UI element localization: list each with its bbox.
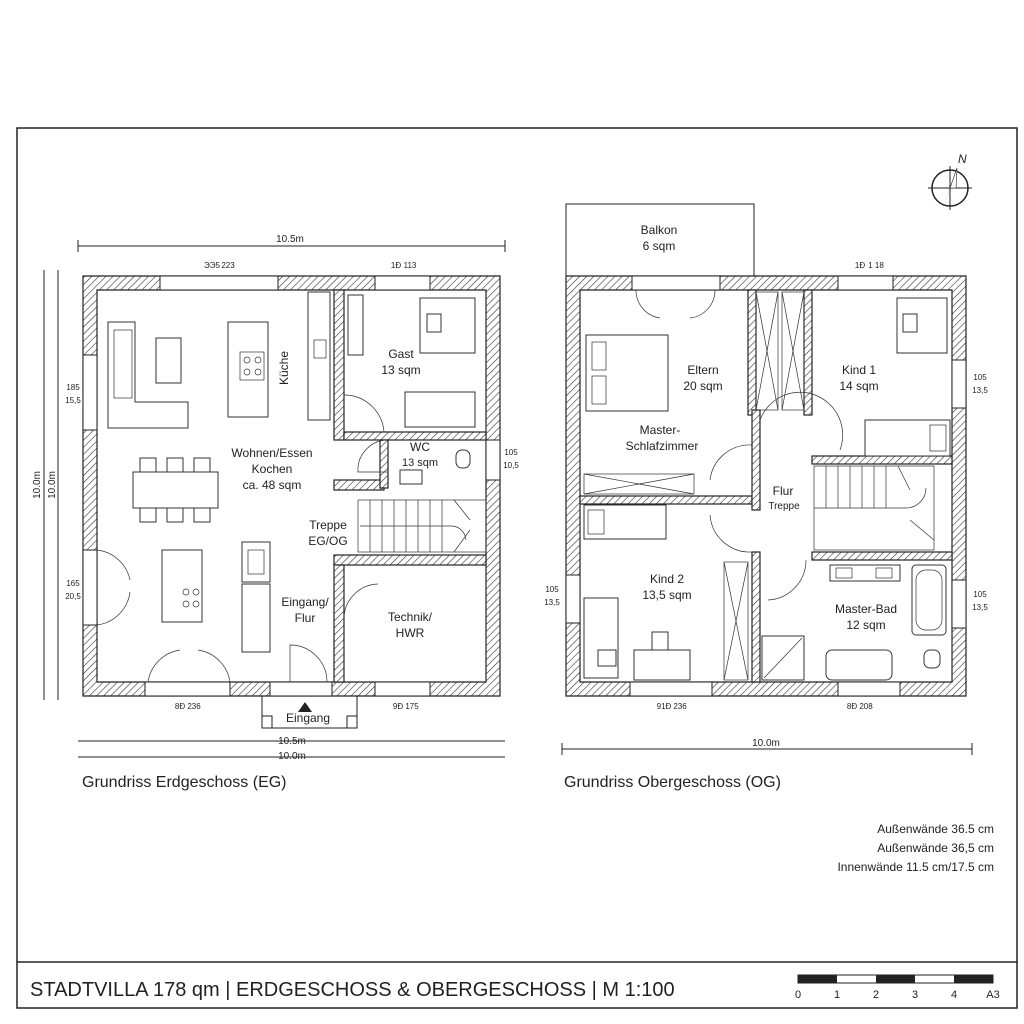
og-window-bottom-1a: 91Ð bbox=[657, 702, 672, 711]
og-window-bottom-2a: 8Ð bbox=[847, 702, 857, 711]
sheet-title: STADTVILLA 178 qm | ERDGESCHOSS & OBERGE… bbox=[30, 979, 675, 1001]
room-bad-area: 12 sqm bbox=[846, 618, 885, 632]
room-kind1-area: 14 sqm bbox=[839, 379, 878, 393]
master-bed bbox=[585, 334, 669, 412]
entrance-label: Eingang bbox=[286, 711, 330, 725]
scale-bar: 0 1 2 3 4 A3 bbox=[795, 974, 1000, 1001]
room-wc-area: 13 sqm bbox=[402, 457, 438, 469]
room-kueche: Küche bbox=[277, 351, 291, 385]
kitchen-island bbox=[227, 321, 269, 418]
room-wohnen-area: ca. 48 sqm bbox=[243, 478, 302, 492]
north-label: N bbox=[958, 152, 967, 166]
og-window-right-1b: 13,5 bbox=[972, 386, 988, 395]
note-2: Außenwände 36,5 cm bbox=[877, 841, 994, 855]
room-eltern-area: 20 sqm bbox=[683, 379, 722, 393]
room-wohnen-1: Wohnen/Essen bbox=[231, 446, 312, 460]
entrance-arrow-icon bbox=[298, 702, 312, 712]
eg-window-left-2a: 165 bbox=[66, 579, 80, 588]
og-window-top-a: 1Ð bbox=[855, 261, 865, 270]
room-kind2-area: 13,5 sqm bbox=[642, 588, 691, 602]
room-gast: Gast bbox=[388, 347, 414, 361]
room-flur: Flur bbox=[773, 484, 794, 498]
eg-window-left-2b: 20,5 bbox=[65, 592, 81, 601]
room-treppe-2: EG/OG bbox=[308, 534, 347, 548]
eg-stairs bbox=[357, 499, 487, 553]
eg-dim-bottom-1: 10.5m bbox=[278, 736, 306, 747]
eg-window-bottom-1a: 8Ð bbox=[175, 702, 185, 711]
room-gast-area: 13 sqm bbox=[381, 363, 420, 377]
scale-label-4: 4 bbox=[951, 989, 957, 1001]
eg-window-right-a: 105 bbox=[504, 448, 518, 457]
room-eingang-2: Flur bbox=[295, 611, 316, 625]
eg-window-top-b: 223 bbox=[221, 261, 235, 270]
og-window-right-1a: 105 bbox=[973, 373, 987, 382]
scale-label-2: 2 bbox=[873, 989, 879, 1001]
room-bad: Master-Bad bbox=[835, 602, 897, 616]
room-technik-2: HWR bbox=[396, 626, 425, 640]
room-kind1: Kind 1 bbox=[842, 363, 876, 377]
scale-label-1: 1 bbox=[834, 989, 840, 1001]
eg-caption: Grundriss Erdgeschoss (EG) bbox=[82, 774, 287, 791]
scale-label-3: 3 bbox=[912, 989, 918, 1001]
og-caption: Grundriss Obergeschoss (OG) bbox=[564, 774, 781, 791]
og-window-bottom-1b: 236 bbox=[673, 702, 687, 711]
note-3: Innenwände 11.5 cm/17.5 cm bbox=[837, 860, 994, 874]
og-plan bbox=[565, 203, 967, 697]
eg-dim-left-2: 10.0m bbox=[47, 471, 58, 499]
north-arrow-icon: N bbox=[928, 152, 972, 210]
eg-window-left-1b: 15,5 bbox=[65, 396, 81, 405]
room-balkon-area: 6 sqm bbox=[643, 239, 676, 253]
eg-window-bottom-2b: 175 bbox=[405, 702, 419, 711]
eg-window-bottom-2a: 9Ð bbox=[393, 702, 403, 711]
eg-window-left-1a: 185 bbox=[66, 383, 80, 392]
room-master-2: Schlafzimmer bbox=[626, 439, 699, 453]
room-treppe-1: Treppe bbox=[309, 518, 347, 532]
bathtub bbox=[911, 564, 947, 636]
eg-window-right-b: 10,5 bbox=[503, 461, 519, 470]
og-window-left-b: 13,5 bbox=[544, 598, 560, 607]
og-dim-bottom: 10.0m bbox=[752, 738, 780, 749]
room-balkon: Balkon bbox=[641, 223, 678, 237]
kitchen-counter bbox=[307, 291, 331, 421]
fireplace bbox=[241, 541, 271, 583]
eg-dim-left-1: 10.0m bbox=[32, 471, 43, 499]
eg-dim-bottom-2: 10.0m bbox=[278, 751, 306, 762]
room-kind2: Kind 2 bbox=[650, 572, 684, 586]
room-eingang-1: Eingang/ bbox=[281, 595, 329, 609]
sofa bbox=[107, 321, 189, 429]
og-window-left-a: 105 bbox=[545, 585, 559, 594]
room-wohnen-2: Kochen bbox=[252, 462, 293, 476]
eg-plan bbox=[82, 275, 501, 729]
eg-window-top-a: ЭЭ5 bbox=[204, 261, 221, 270]
room-eltern: Eltern bbox=[687, 363, 718, 377]
scale-label-0: 0 bbox=[795, 989, 801, 1001]
room-flur-sub: Treppe bbox=[768, 501, 800, 512]
room-technik-1: Technik/ bbox=[388, 610, 433, 624]
note-1: Außenwände 36.5 cm bbox=[877, 822, 994, 836]
dining-table bbox=[132, 471, 219, 509]
eg-window-top-c: 1Ð bbox=[391, 261, 401, 270]
room-wc: WC bbox=[410, 440, 430, 454]
scale-label-paper: A3 bbox=[986, 989, 999, 1001]
og-window-bottom-2b: 208 bbox=[859, 702, 873, 711]
room-master-1: Master- bbox=[640, 423, 681, 437]
eg-dim-top: 10.5m bbox=[276, 234, 304, 245]
og-outer-wall bbox=[565, 275, 967, 697]
og-window-right-2b: 13,5 bbox=[972, 603, 988, 612]
eg-window-bottom-1b: 236 bbox=[187, 702, 201, 711]
eg-window-top-d: 113 bbox=[404, 261, 417, 270]
og-window-top-b: 1 18 bbox=[868, 261, 884, 270]
og-stairs bbox=[813, 465, 935, 551]
sheet-frame bbox=[16, 127, 1018, 1009]
og-window-right-2a: 105 bbox=[973, 590, 987, 599]
